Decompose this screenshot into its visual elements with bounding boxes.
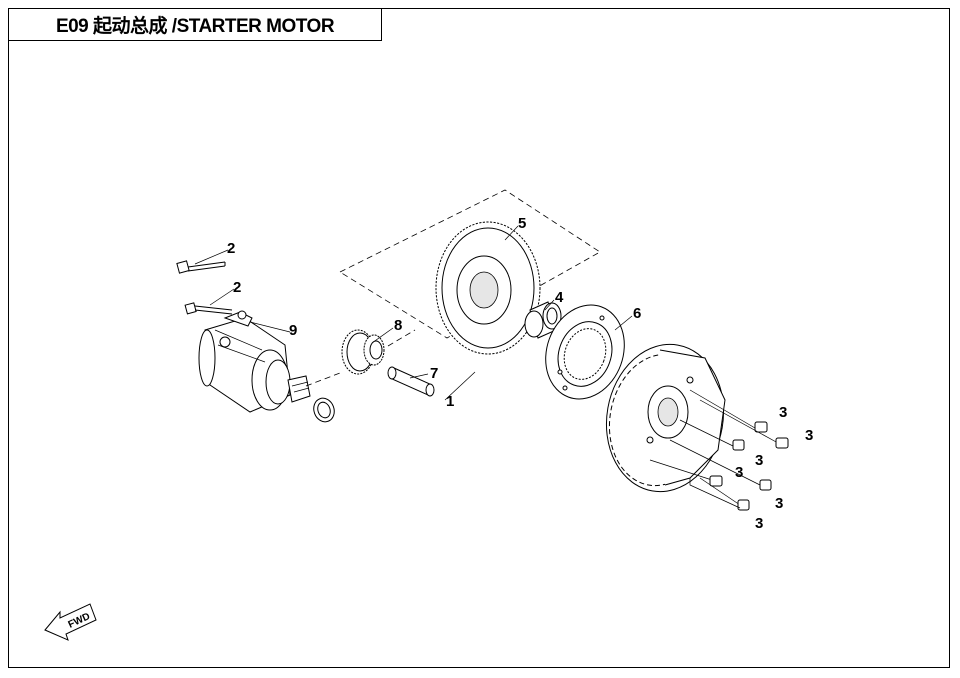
callout-7: 7: [430, 365, 438, 382]
callout-1: 1: [446, 393, 454, 410]
forward-direction-arrow: FWD: [44, 603, 97, 641]
bolt-part-2-upper[interactable]: [176, 260, 226, 274]
flywheel-rotor[interactable]: [595, 335, 735, 501]
bolt-part-3-f[interactable]: [699, 477, 750, 511]
leader-line-4: [544, 299, 555, 311]
shaft-part-7[interactable]: [387, 366, 435, 397]
callout-3e: 3: [775, 495, 783, 512]
callout-3c: 3: [755, 452, 763, 469]
o-ring[interactable]: [310, 395, 337, 424]
leader-line-2a: [194, 249, 229, 265]
bolt-part-3-c[interactable]: [679, 419, 745, 451]
callout-9: 9: [289, 322, 297, 339]
alignment-line: [387, 329, 416, 347]
drawing-frame: [8, 8, 950, 668]
callout-3a: 3: [779, 404, 787, 421]
bolt-part-3-b[interactable]: [699, 399, 789, 449]
starter-motor-part-9[interactable]: [198, 310, 311, 413]
title-box: E09 起动总成 /STARTER MOTOR: [8, 8, 382, 41]
alignment-line: [305, 372, 341, 387]
one-way-clutch-part-6[interactable]: [533, 294, 637, 410]
leader-line-5: [504, 225, 519, 241]
callout-3d: 3: [735, 464, 743, 481]
leader-line-1: [444, 371, 476, 401]
starter-gear-part-5[interactable]: [435, 221, 541, 355]
bolt-part-2-lower[interactable]: [184, 302, 233, 315]
assembly-outline: [339, 189, 601, 339]
bolt-part-3-d[interactable]: [669, 439, 772, 491]
callout-5: 5: [518, 215, 526, 232]
leader-line-8: [371, 327, 394, 344]
bolt-part-3-e[interactable]: [649, 459, 723, 487]
leader-line-6: [614, 315, 633, 331]
callout-3f: 3: [755, 515, 763, 532]
bolt-group-bracket: [689, 478, 741, 509]
bolt-part-3-a[interactable]: [689, 389, 768, 433]
callout-3b: 3: [805, 427, 813, 444]
callout-2a: 2: [227, 240, 235, 257]
page-title: E09 起动总成 /STARTER MOTOR: [55, 16, 335, 37]
leader-line-9: [249, 321, 291, 333]
callout-8: 8: [394, 317, 402, 334]
leader-line-7: [409, 373, 429, 379]
callout-4: 4: [555, 289, 564, 306]
leader-line-2b: [209, 288, 235, 306]
idler-gear-part-8[interactable]: [341, 329, 385, 375]
callout-6: 6: [633, 305, 641, 322]
callout-2b: 2: [233, 279, 241, 296]
